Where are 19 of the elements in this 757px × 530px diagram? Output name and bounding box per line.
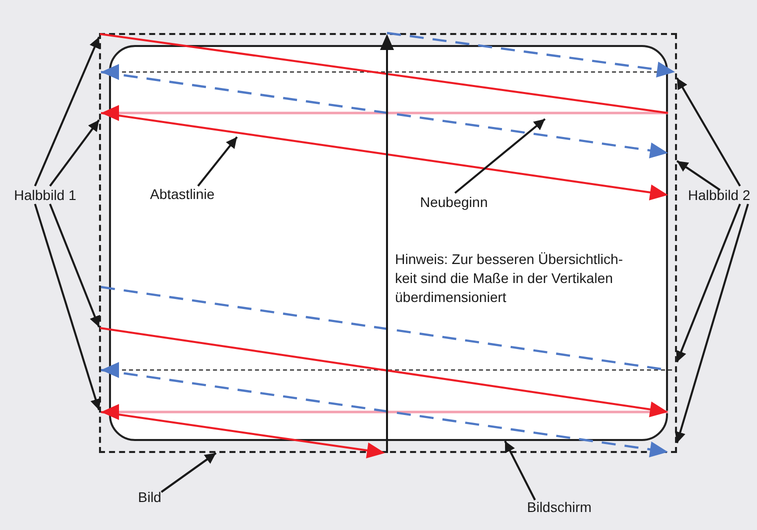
leader-arrow: [49, 119, 100, 187]
note-text: Hinweis: Zur besseren Übersichtlich-keit sind die Maße in der Vertikalen überdimensioniert: [395, 250, 624, 307]
leader-arrow: [160, 452, 217, 493]
leader-arrow: [197, 136, 238, 187]
leader-arrow: [34, 36, 100, 186]
callout-label: Bildschirm: [527, 498, 592, 516]
leader-arrow: [49, 204, 100, 328]
leader-arrow: [676, 160, 721, 191]
leader-arrow: [504, 440, 536, 500]
callout-label: Halbbild 1: [14, 186, 76, 204]
callout-label: Bild: [138, 488, 162, 506]
leader-arrow: [454, 118, 546, 194]
leader-arrow: [34, 204, 101, 410]
leader-arrow: [676, 204, 741, 362]
leader-arrow: [674, 204, 749, 444]
leader-arrow: [676, 78, 741, 186]
callout-label: Neubeginn: [420, 193, 488, 211]
callout-label: Halbbild 2: [688, 186, 750, 204]
callout-label: Abtastlinie: [150, 185, 215, 203]
